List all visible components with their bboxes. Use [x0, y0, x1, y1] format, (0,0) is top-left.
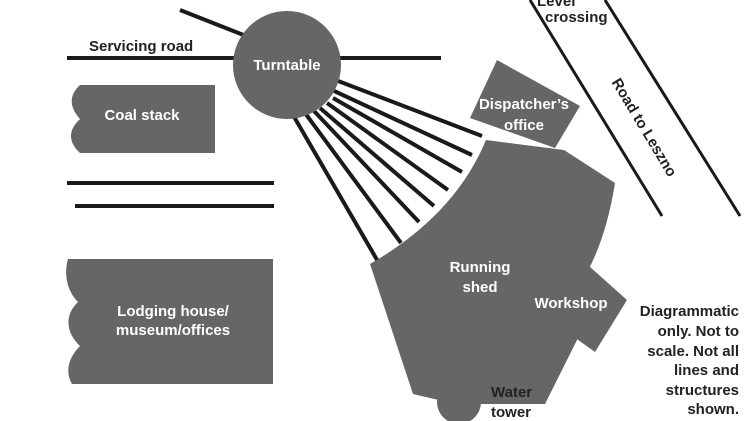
radial-track [331, 88, 473, 157]
workshop [525, 258, 627, 352]
lodging-house-label-line1: Lodging house/ [117, 303, 229, 320]
radial-track [318, 106, 436, 208]
water-tower-label-line2: tower [491, 404, 531, 421]
water-tower [437, 380, 481, 421]
dispatchers-office-label-line1: Dispatcher’s [479, 96, 569, 113]
note-line: structures [666, 382, 739, 399]
road-edge-right [603, 0, 742, 217]
turntable-entry-track [179, 8, 247, 38]
road-to-leszno-label: Road to Leszno [608, 75, 680, 179]
turntable-label: Turntable [253, 57, 320, 74]
running-shed [370, 140, 615, 404]
workshop-label: Workshop [534, 295, 607, 312]
lodging-house [66, 259, 273, 384]
radial-track [332, 96, 463, 174]
water-tower-label-line1: Water [491, 384, 532, 401]
note-line: only. Not to [658, 323, 739, 340]
note-line: Diagrammatic [640, 303, 739, 320]
dispatchers-office-label-line2: office [504, 117, 544, 134]
note-line: shown. [687, 401, 739, 418]
disclaimer-note: Diagrammatic only. Not to scale. Not all… [640, 303, 739, 418]
note-line: lines and [674, 362, 739, 379]
radial-tracks [291, 74, 483, 267]
level-crossing-label-line1: Level [537, 0, 575, 10]
running-shed-label-line1: Running [450, 259, 511, 276]
radial-track [325, 101, 450, 192]
coal-stack [71, 85, 215, 153]
radial-track [324, 74, 483, 138]
coal-stack-label: Coal stack [104, 107, 180, 124]
level-crossing-label-line2: crossing [545, 9, 608, 26]
note-line: scale. Not all [647, 343, 739, 360]
radial-track [312, 109, 421, 224]
road-edge-left [528, 0, 664, 217]
turntable [233, 11, 341, 119]
radial-track [291, 113, 382, 267]
radial-track [303, 111, 403, 245]
running-shed-label-line2: shed [462, 279, 497, 296]
servicing-road-label: Servicing road [89, 38, 193, 55]
lodging-house-label-line2: museum/offices [116, 322, 230, 339]
dispatchers-office [470, 60, 580, 148]
